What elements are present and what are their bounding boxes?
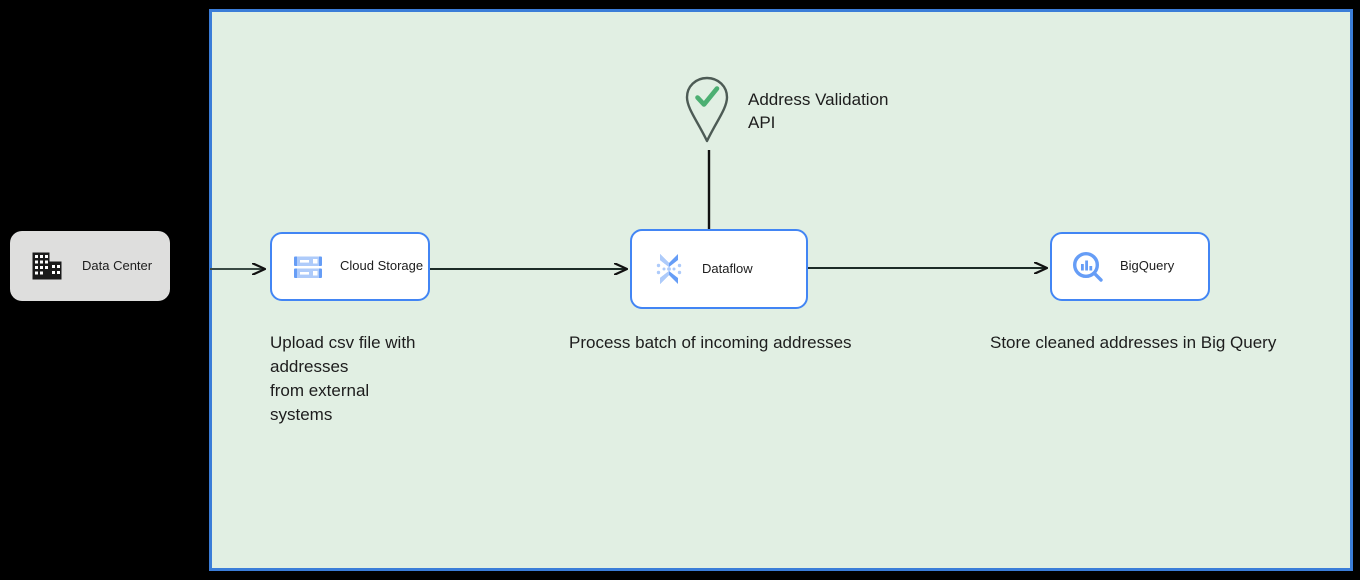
node-dataflow[interactable]: Dataflow [630, 229, 808, 309]
caption-bigquery: Store cleaned addresses in Big Query [990, 333, 1277, 352]
cloud-storage-label: Cloud Storage [340, 258, 424, 274]
dataflow-label: Dataflow [702, 260, 753, 276]
caption-cloud-storage: Upload csv file with addresses from exte… [270, 333, 416, 425]
node-cloud-storage[interactable]: Cloud Storage [270, 232, 430, 301]
caption-dataflow: Process batch of incoming addresses [569, 333, 852, 352]
node-address-validation-api[interactable]: Address Validation API [684, 75, 889, 145]
cloud-storage-icon [292, 251, 324, 283]
node-bigquery[interactable]: BigQuery [1050, 232, 1210, 301]
dataflow-icon [652, 252, 686, 286]
node-data-center[interactable]: Data Center [10, 231, 170, 301]
bigquery-label: BigQuery [1120, 258, 1175, 274]
map-pin-check-icon [684, 75, 730, 145]
address-validation-api-label: Address Validation API [748, 90, 889, 133]
data-center-icon [32, 252, 62, 280]
data-center-label: Data Center [82, 257, 153, 273]
bigquery-icon [1072, 251, 1104, 283]
